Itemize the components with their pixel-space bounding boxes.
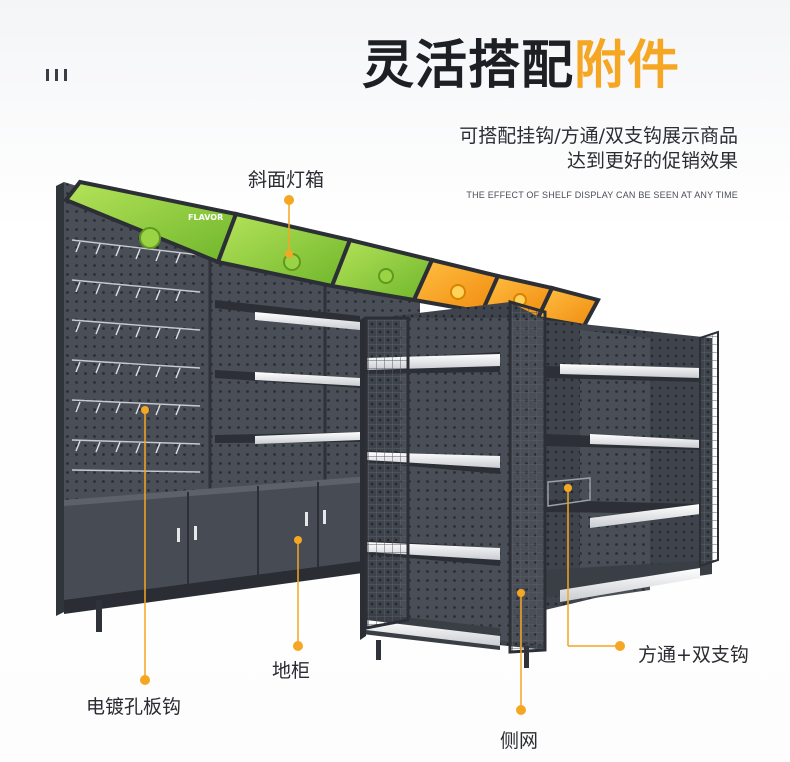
- callout-light-box: 斜面灯箱: [248, 169, 325, 191]
- page-title: 灵活搭配附件: [362, 36, 680, 96]
- title-main: 灵活搭配: [362, 36, 575, 96]
- light-box-brand-text: FLAVOR: [188, 213, 223, 222]
- light-box-row: FLAVOR: [62, 179, 601, 329]
- floor-cabinet: [64, 476, 370, 632]
- back-shelves: [215, 300, 360, 444]
- pegboard-hooks: [71, 239, 201, 473]
- subtitle: 可搭配挂钩/方通/双支钩展示商品 达到更好的促销效果: [459, 124, 738, 174]
- front-gondola-shelf: [360, 300, 547, 668]
- callout-side-net: 侧网: [500, 730, 539, 752]
- callout-tube-hooks: 方通+双支钩: [638, 644, 749, 666]
- title-accent: 附件: [574, 36, 681, 96]
- subtitle-line-1: 可搭配挂钩/方通/双支钩展示商品: [459, 125, 738, 147]
- english-caption: THE EFFECT OF SHELF DISPLAY CAN BE SEEN …: [466, 190, 738, 200]
- callout-pegboard-hooks: 电镀孔板钩: [86, 696, 182, 718]
- callout-lines: [144, 200, 620, 710]
- right-shelf-unit: [545, 320, 719, 610]
- callout-dots: [140, 195, 625, 715]
- subtitle-line-2: 达到更好的促销效果: [566, 150, 738, 172]
- decorative-bars: [46, 66, 73, 85]
- callout-floor-cabinet: 地柜: [272, 660, 311, 682]
